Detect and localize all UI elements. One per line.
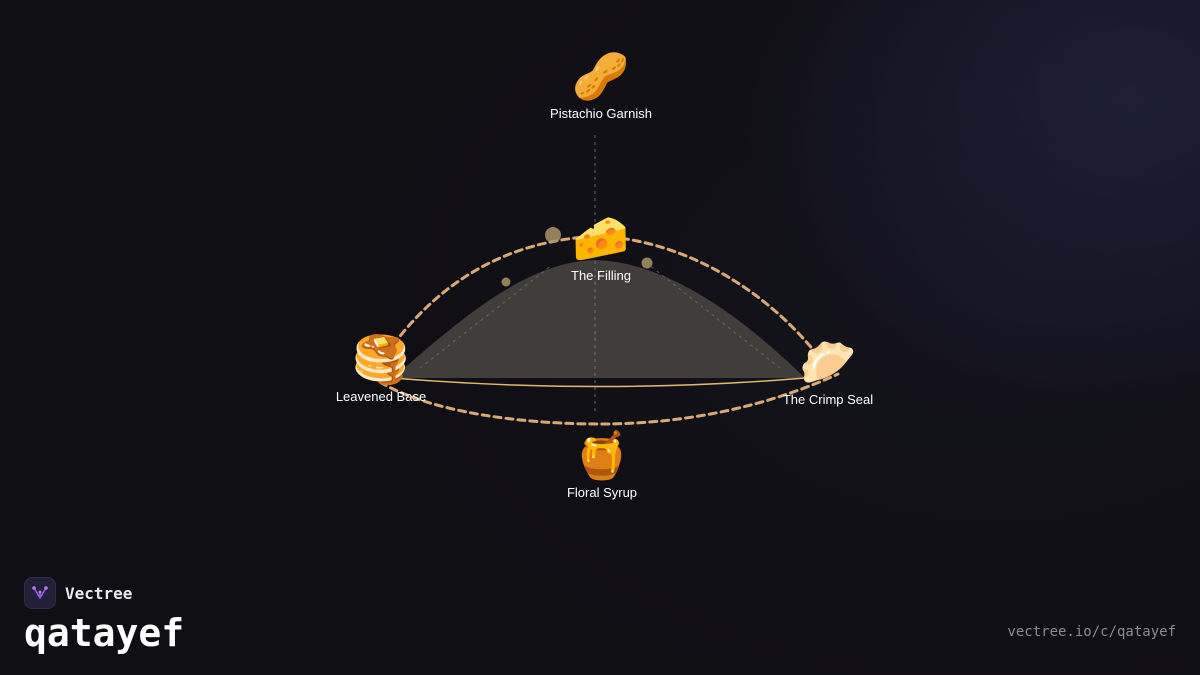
upper-outline-arc bbox=[391, 234, 817, 354]
right-guide-line bbox=[647, 263, 781, 369]
dumpling-icon: 🥟 bbox=[799, 336, 857, 388]
shell-fill bbox=[393, 260, 805, 378]
seam-line bbox=[392, 377, 806, 388]
page-title: qatayef bbox=[24, 611, 185, 655]
page-url-link[interactable]: vectree.io/c/qatayef bbox=[1007, 624, 1176, 640]
brand[interactable]: Vectree bbox=[24, 577, 132, 609]
pancakes-icon: 🥞 bbox=[352, 333, 410, 385]
node-floral-syrup: 🍯 Floral Syrup bbox=[567, 429, 637, 500]
lower-outline-arc bbox=[378, 372, 840, 426]
node-the-crimp-seal: 🥟 The Crimp Seal bbox=[783, 336, 873, 407]
node-label: Leavened Base bbox=[335, 389, 427, 404]
accent-dot bbox=[501, 277, 511, 287]
tree-icon bbox=[32, 586, 48, 599]
peanut-icon: 🥜 bbox=[572, 50, 630, 102]
node-label: The Filling bbox=[571, 268, 631, 283]
node-leavened-base: 🥞 Leavened Base bbox=[336, 333, 426, 404]
node-label: The Crimp Seal bbox=[782, 392, 874, 407]
brand-name: Vectree bbox=[65, 583, 133, 603]
node-the-filling: 🧀 The Filling bbox=[571, 212, 631, 283]
cheese-icon: 🧀 bbox=[572, 212, 630, 264]
node-label: Floral Syrup bbox=[566, 485, 638, 500]
vectree-logo-icon bbox=[24, 577, 56, 609]
accent-dot bbox=[641, 257, 653, 269]
node-pistachio-garnish: 🥜 Pistachio Garnish bbox=[550, 50, 652, 121]
node-label: Pistachio Garnish bbox=[550, 106, 652, 121]
honey-pot-icon: 🍯 bbox=[573, 429, 631, 481]
accent-dot bbox=[545, 227, 561, 243]
